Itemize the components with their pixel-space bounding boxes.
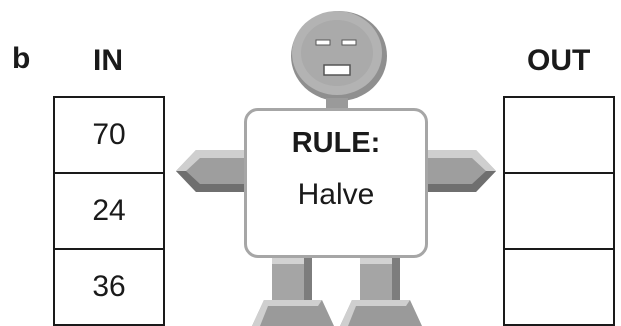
- out-header: OUT: [527, 44, 591, 77]
- robot-right-arm: [428, 150, 496, 192]
- input-cell-2: 24: [53, 172, 165, 250]
- robot-right-eye: [341, 39, 357, 46]
- robot-left-eye: [315, 39, 331, 46]
- robot-left-arm: [176, 150, 244, 192]
- robot-right-leg: [340, 258, 422, 326]
- input-cell-1: 70: [53, 96, 165, 174]
- robot-neck: [326, 98, 348, 110]
- part-label: b: [12, 42, 31, 75]
- rule-title: RULE:: [291, 127, 381, 159]
- output-cell-2[interactable]: [503, 172, 615, 250]
- input-cell-3: 36: [53, 248, 165, 326]
- robot-head: [291, 11, 387, 101]
- rule-text: Halve: [297, 178, 375, 211]
- robot-mouth: [323, 64, 351, 76]
- in-header: IN: [93, 44, 123, 77]
- rule-box: RULE: Halve: [244, 108, 428, 258]
- output-cell-3[interactable]: [503, 248, 615, 326]
- output-cell-1[interactable]: [503, 96, 615, 174]
- robot-left-leg: [252, 258, 334, 326]
